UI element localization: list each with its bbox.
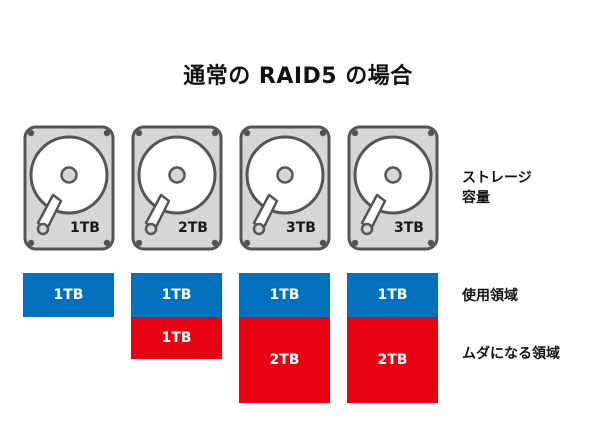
used-area-block: 1TB (239, 273, 330, 317)
drive-capacity-label: 3TB (394, 220, 424, 236)
drive-capacity-label: 3TB (286, 220, 316, 236)
legend-wasted-area: ムダになる領域 (462, 346, 560, 362)
wasted-area-block: 1TB (131, 317, 222, 359)
hard-drive-icon (131, 125, 223, 251)
legend-capacity-line2: 容量 (462, 190, 490, 206)
page-title: 通常の RAID5 の場合 (183, 64, 413, 89)
used-area-block: 1TB (347, 273, 438, 317)
used-area-block: 1TB (131, 273, 222, 317)
wasted-area-block: 2TB (347, 317, 438, 403)
hard-drive-icon (23, 125, 115, 251)
used-area-block: 1TB (23, 273, 114, 317)
hard-drive-icon (239, 125, 331, 251)
drive-capacity-label: 2TB (178, 220, 208, 236)
legend-capacity-line1: ストレージ (462, 170, 532, 186)
drive-capacity-label: 1TB (70, 220, 100, 236)
legend-storage-capacity: ストレージ 容量 (462, 168, 532, 208)
legend-used-area: 使用領域 (462, 288, 518, 304)
wasted-area-block: 2TB (239, 317, 330, 403)
hard-drive-icon (347, 125, 439, 251)
